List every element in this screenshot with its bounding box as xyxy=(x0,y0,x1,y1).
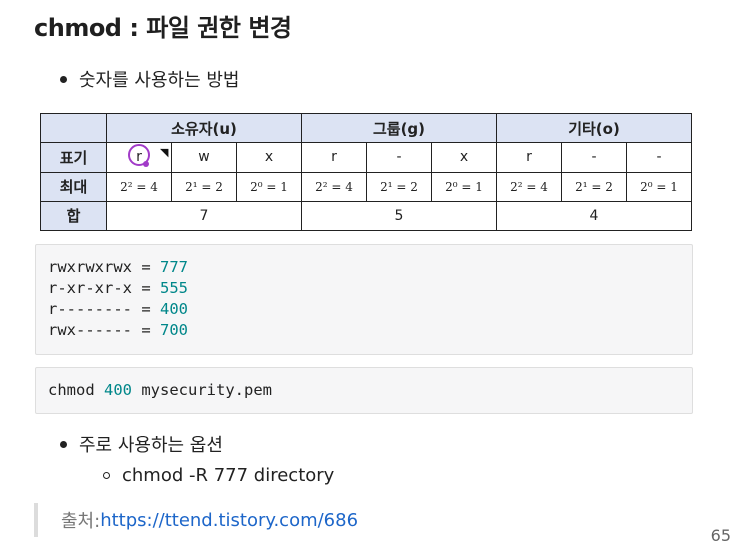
table-row-sum: 합 7 5 4 xyxy=(40,200,693,232)
code-block-permissions: rwxrwxrwx = 777 r-xr-xr-x = 555 r-------… xyxy=(35,244,693,355)
code-line: rwxrwxrwx = 777 xyxy=(48,258,188,276)
group-header-owner: 소유자(u) xyxy=(106,112,302,144)
table-header-row: 소유자(u) 그룹(g) 기타(o) xyxy=(40,112,693,144)
row-label-sum: 합 xyxy=(40,200,107,232)
max-cell: 2¹ = 2 xyxy=(561,171,627,202)
source-label: 출처: xyxy=(61,511,101,532)
max-cell: 2² = 4 xyxy=(496,171,562,202)
sum-cell-group: 5 xyxy=(301,200,497,232)
circled-symbol: r xyxy=(128,144,151,168)
max-cell: 2² = 4 xyxy=(106,171,172,202)
symbol-cell: x xyxy=(431,142,497,173)
table-row-symbol: 표기 r w x r - x r - - xyxy=(40,142,693,173)
sum-cell-other: 4 xyxy=(495,200,693,232)
code-line: chmod 400 mysecurity.pem xyxy=(48,381,272,399)
sub-bullet-text: chmod -R 777 directory xyxy=(122,465,335,486)
row-label-max: 최대 xyxy=(40,171,107,202)
sub-bullet-option: chmod -R 777 directory xyxy=(103,465,334,486)
sum-cell-owner: 7 xyxy=(106,200,302,232)
source-quote: 출처: https://ttend.tistory.com/686 xyxy=(34,503,358,537)
code-line: r-xr-xr-x = 555 xyxy=(48,279,188,297)
bullet-dot-icon xyxy=(60,440,67,448)
max-cell: 2⁰ = 1 xyxy=(625,171,693,202)
max-cell: 2⁰ = 1 xyxy=(431,171,497,202)
max-cell: 2¹ = 2 xyxy=(171,171,237,202)
symbol-cell: - xyxy=(625,142,693,173)
bullet-dot-icon xyxy=(60,75,67,83)
symbol-cell: x xyxy=(236,142,302,173)
table-row-max: 최대 2² = 4 2¹ = 2 2⁰ = 1 2² = 4 2¹ = 2 2⁰… xyxy=(40,171,693,202)
symbol-cell: r xyxy=(301,142,367,173)
code-line: r-------- = 400 xyxy=(48,300,188,318)
symbol-cell: r xyxy=(106,142,172,173)
symbol-cell: - xyxy=(366,142,432,173)
code-block-chmod: chmod 400 mysecurity.pem xyxy=(35,367,693,414)
symbol-cell: w xyxy=(171,142,237,173)
code-line: rwx------ = 700 xyxy=(48,321,188,339)
group-header-group: 그룹(g) xyxy=(301,112,497,144)
source-link[interactable]: https://ttend.tistory.com/686 xyxy=(100,509,359,531)
group-header-other: 기타(o) xyxy=(495,112,693,144)
permission-table: 소유자(u) 그룹(g) 기타(o) 표기 r w x r - x r - - … xyxy=(40,112,693,232)
bullet-circle-icon xyxy=(103,472,110,479)
annotation-circle-icon xyxy=(128,144,151,168)
bullet-text: 숫자를 사용하는 방법 xyxy=(79,70,240,91)
mouse-pointer-icon: ◥ xyxy=(160,146,169,159)
max-cell: 2¹ = 2 xyxy=(366,171,432,202)
symbol-cell: r xyxy=(496,142,562,173)
max-cell: 2² = 4 xyxy=(301,171,367,202)
bullet-text: 주로 사용하는 옵션 xyxy=(79,435,223,456)
row-label-symbol: 표기 xyxy=(40,142,107,173)
bullet-common-options: 주로 사용하는 옵션 xyxy=(60,431,223,457)
page-number: 65 xyxy=(710,526,731,545)
max-cell: 2⁰ = 1 xyxy=(236,171,302,202)
page-title: chmod : 파일 권한 변경 xyxy=(34,14,292,42)
bullet-numeric-method: 숫자를 사용하는 방법 xyxy=(60,66,239,92)
table-corner-cell xyxy=(40,112,107,144)
symbol-cell: - xyxy=(561,142,627,173)
